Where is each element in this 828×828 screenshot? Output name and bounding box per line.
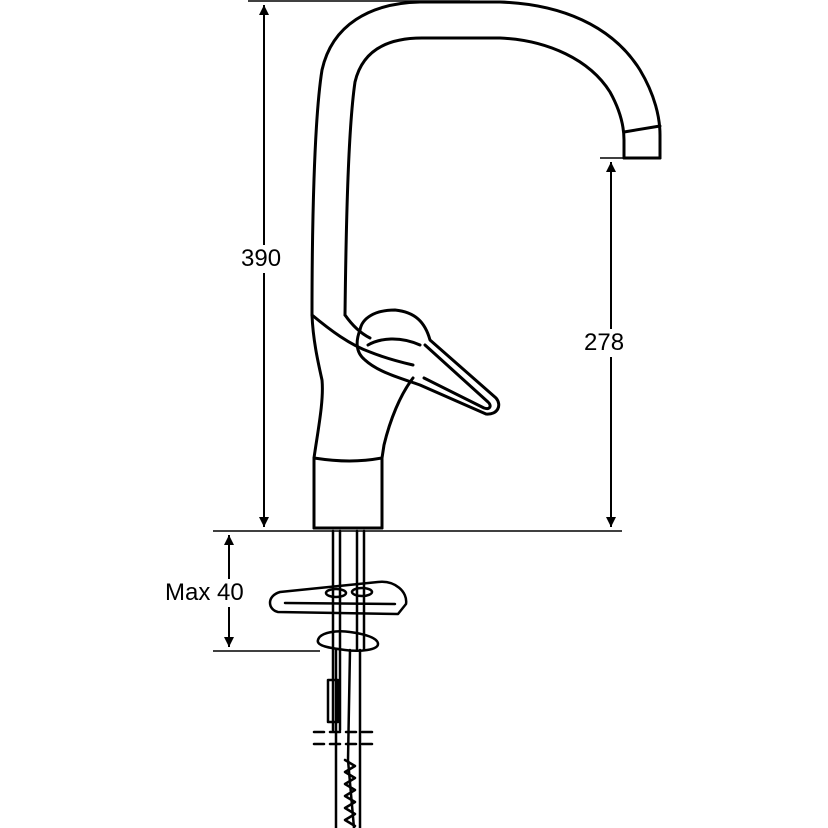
spout-collar-inner — [343, 313, 372, 340]
faucet-body-left — [310, 313, 324, 530]
spout-collar — [310, 313, 415, 367]
hose-clip — [326, 678, 340, 724]
body-ring — [312, 456, 384, 463]
lever-handle-slot — [422, 343, 492, 410]
lever-handle — [355, 308, 501, 416]
spout-inner — [343, 36, 626, 317]
dimension-label-spout-height: 278 — [584, 329, 625, 357]
bracket-plate — [268, 580, 408, 616]
mounting-nut — [316, 630, 380, 652]
dimension-arrows — [224, 5, 616, 647]
faucet-outline — [310, 0, 662, 530]
bracket-hole-right — [350, 586, 374, 598]
hose-right — [346, 648, 356, 828]
mounting-hardware — [268, 529, 408, 828]
spout-tip — [622, 124, 662, 160]
lever-handle-ridge — [366, 337, 422, 347]
bracket-hole-left — [324, 587, 348, 599]
extension-lines — [213, 0, 628, 652]
faucet-body-right — [380, 376, 415, 530]
bracket-plate-inner — [283, 601, 397, 606]
hose-corrugation — [343, 758, 357, 828]
dimension-label-total-height: 390 — [241, 245, 282, 273]
spout-outer — [310, 0, 662, 317]
dimension-label-max-thickness: Max 40 — [165, 579, 244, 607]
